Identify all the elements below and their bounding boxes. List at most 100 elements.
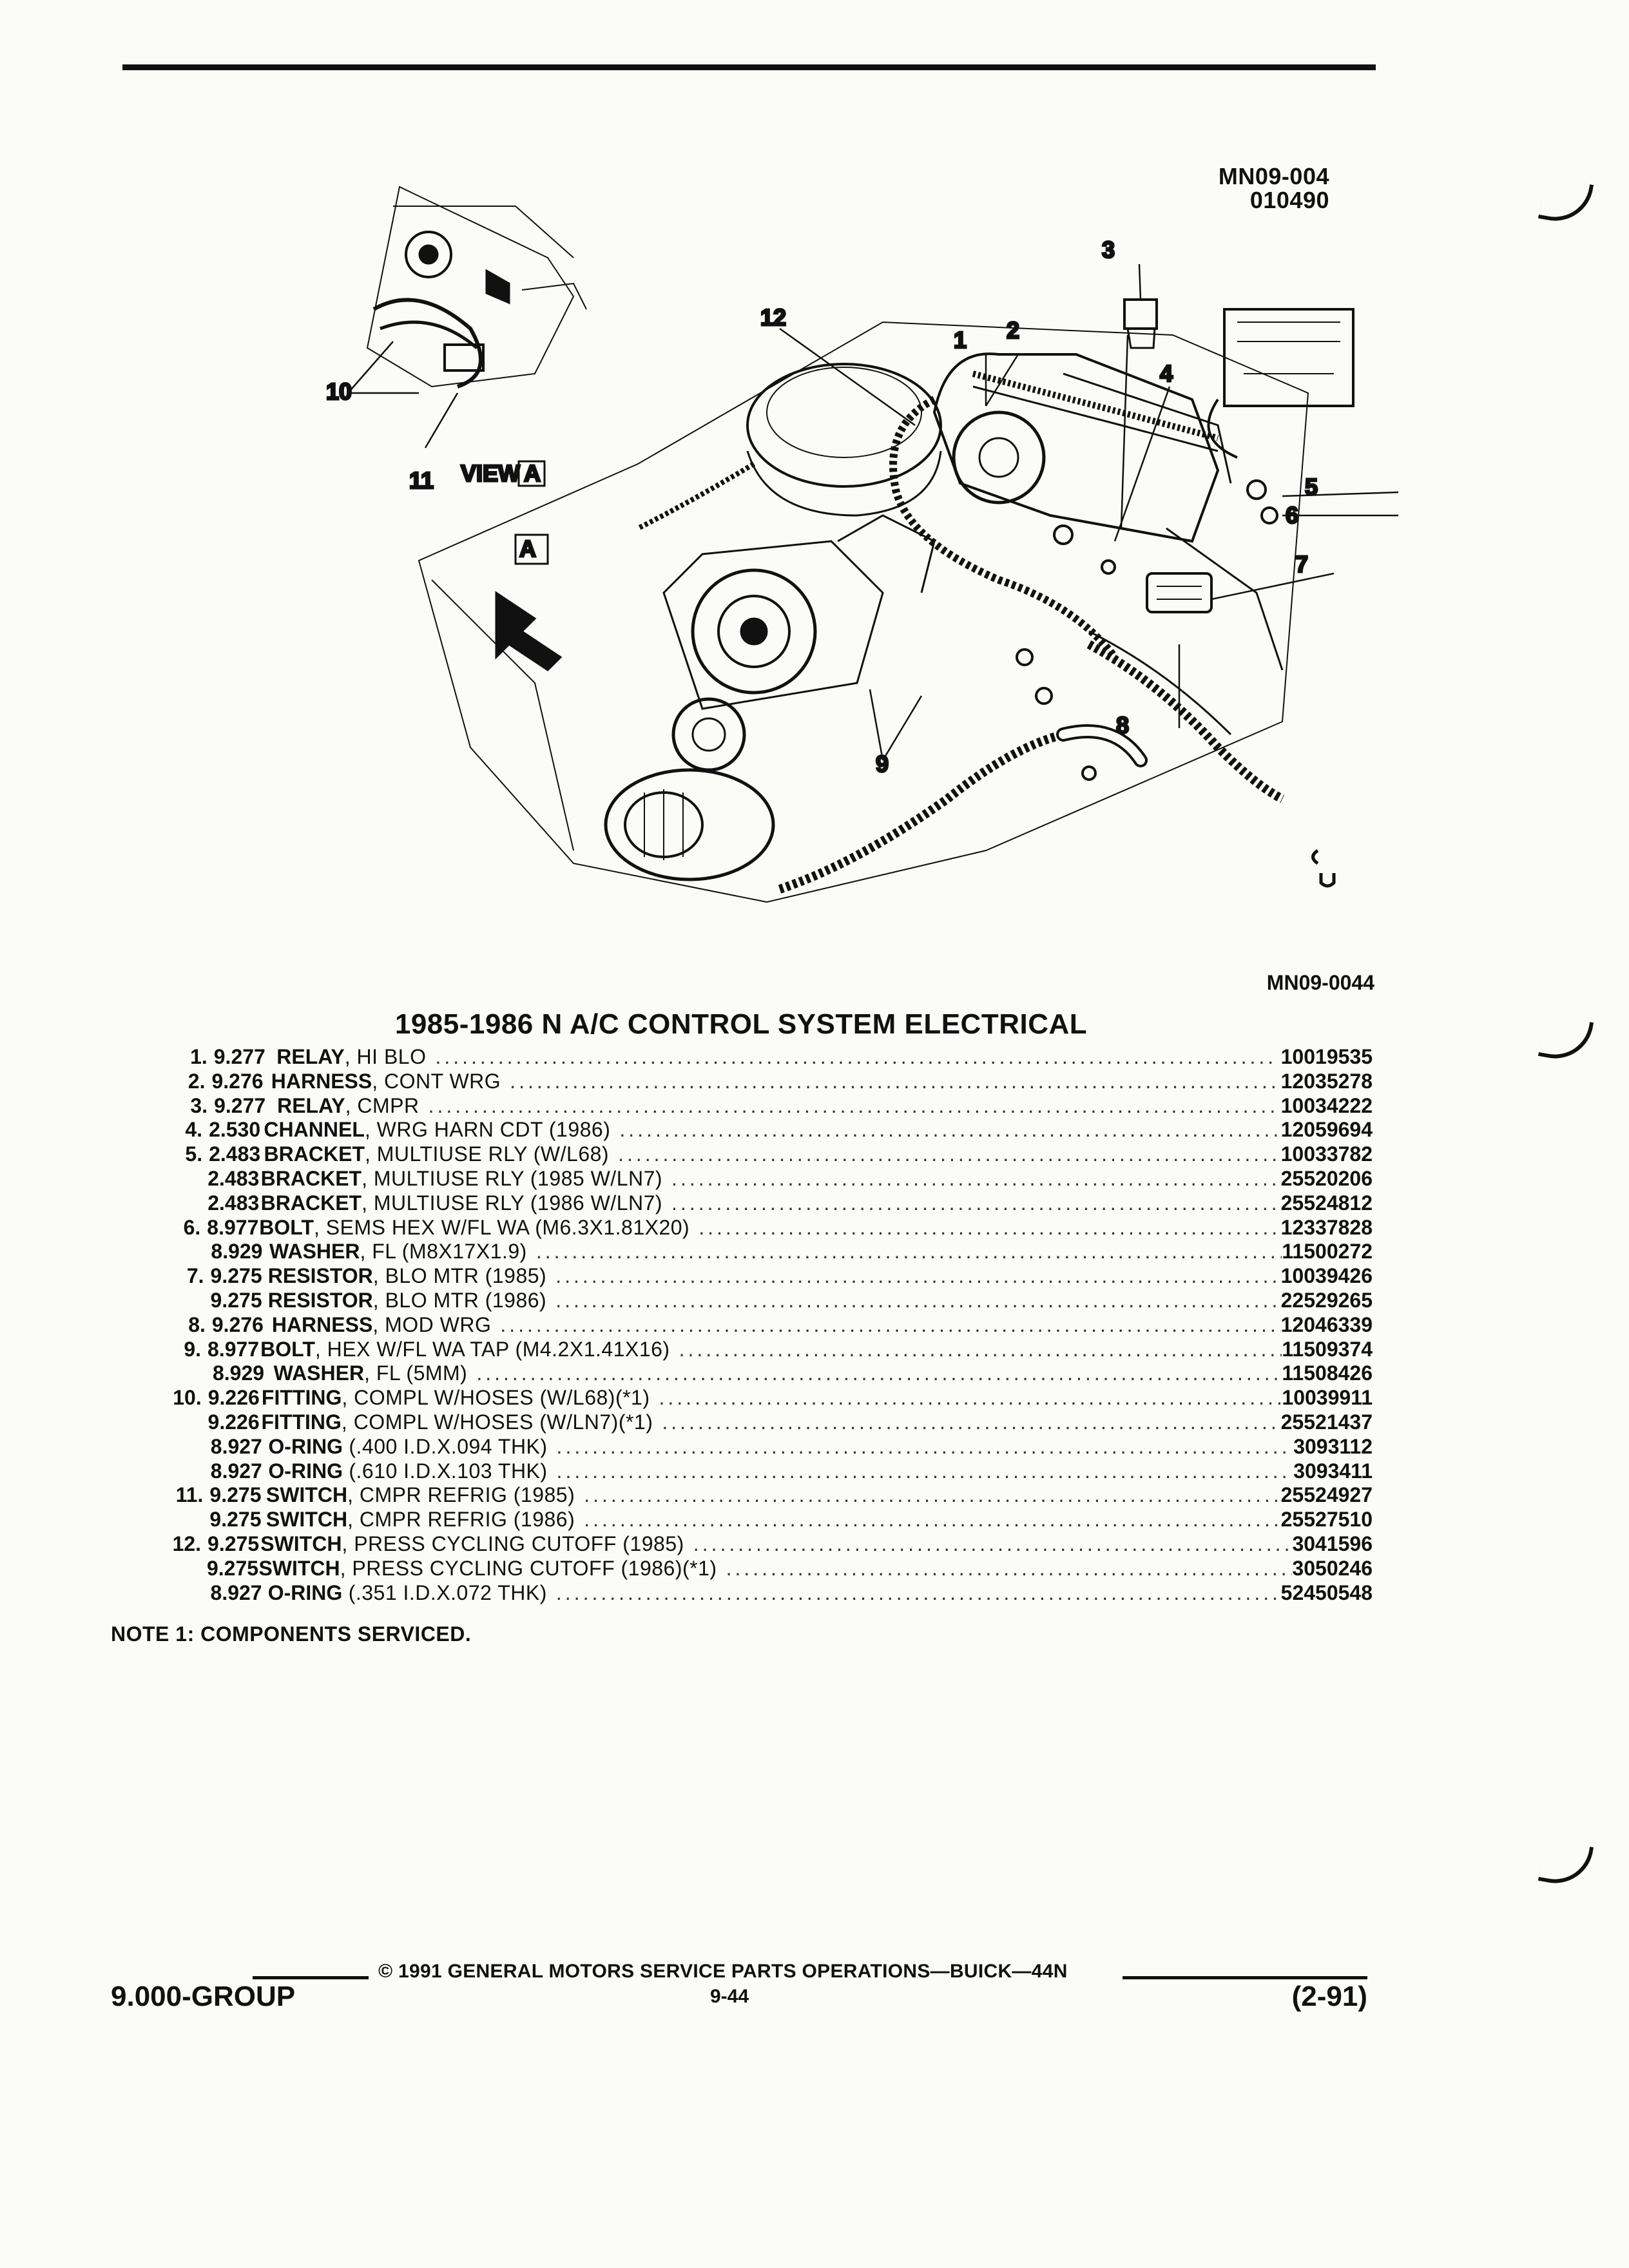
item-number: 7.: [186, 1264, 204, 1288]
part-description: O-RING (.610 I.D.X.103 THK).............…: [268, 1459, 1286, 1484]
part-description: SWITCH, CMPR REFRIG (1985)..............…: [266, 1483, 1281, 1508]
part-description: FITTING, COMPL W/HOSES (W/LN7)(*1)......…: [261, 1410, 1280, 1435]
part-description: O-RING (.400 I.D.X.094 THK).............…: [268, 1435, 1286, 1459]
footer-page-number: 9-44: [710, 1986, 749, 2007]
callout-1: 1: [954, 327, 967, 353]
part-name: FITTING: [261, 1386, 342, 1410]
leader-dots: ........................................…: [679, 1337, 1282, 1361]
part-number: 25527510: [1280, 1508, 1373, 1532]
part-description: HARNESS, CONT WRG.......................…: [271, 1070, 1281, 1094]
footer-rule-right: [1123, 1976, 1367, 1979]
part-name: BRACKET: [264, 1142, 365, 1166]
part-number: 25524927: [1280, 1483, 1373, 1507]
part-description: SWITCH, CMPR REFRIG (1986)..............…: [266, 1508, 1281, 1532]
group-number: 9.275: [209, 1508, 262, 1532]
group-number: 9.276: [211, 1312, 264, 1336]
part-description: RESISTOR, BLO MTR (1986)................…: [268, 1289, 1281, 1313]
part-description: SWITCH, PRESS CYCLING CUTOFF (1986)(*1).…: [258, 1557, 1292, 1581]
group-number: 2.483: [209, 1142, 261, 1166]
gm-logo-mark: [1311, 849, 1336, 888]
parts-row: 8.9.276 HARNESS, MOD WRG.................…: [168, 1313, 1373, 1338]
part-name: RELAY: [276, 1045, 345, 1068]
group-number: 9.275: [210, 1288, 262, 1312]
part-description: HARNESS, MOD WRG........................…: [272, 1313, 1281, 1338]
part-detail: , MOD WRG: [372, 1312, 492, 1336]
part-name: WASHER: [273, 1361, 365, 1385]
part-description: BRACKET, MULTIUSE RLY (W/L68)...........…: [264, 1142, 1281, 1167]
parts-list: 1. 9.277 RELAY, HI BLO....................…: [168, 1045, 1373, 1605]
leader-dots: ........................................…: [500, 1312, 1281, 1336]
callout-leaders: [779, 264, 1398, 761]
item-number: 8.: [188, 1312, 206, 1336]
part-detail: , CONT WRG: [372, 1069, 501, 1093]
item-number: 11.: [175, 1483, 204, 1507]
group-number: 8.977: [207, 1337, 260, 1361]
group-number: 9.275: [206, 1556, 259, 1580]
callout-5: 5: [1305, 474, 1318, 500]
part-number: 52450548: [1280, 1581, 1373, 1604]
part-name: SWITCH: [265, 1483, 348, 1507]
part-detail: , MULTIUSE RLY (W/L68): [364, 1142, 610, 1166]
item-number: 5.: [185, 1142, 203, 1166]
leader-dots: ........................................…: [584, 1508, 1281, 1532]
binder-hole-mark: [1537, 176, 1594, 227]
group-number: 9.276: [211, 1069, 264, 1093]
part-description: BRACKET, MULTIUSE RLY (1986 W/LN7)......…: [261, 1191, 1281, 1216]
part-number: 12059694: [1280, 1118, 1373, 1142]
part-detail: , SEMS HEX W/FL WA (M6.3X1.81X20): [314, 1215, 690, 1239]
group-number: 8.927: [210, 1459, 262, 1483]
part-detail: , PRESS CYCLING CUTOFF (1985): [342, 1532, 684, 1555]
part-detail: , CMPR: [345, 1093, 419, 1117]
view-letter: A: [524, 460, 541, 486]
group-number: 2.483: [207, 1191, 260, 1215]
leader-dots: ........................................…: [555, 1288, 1281, 1312]
item-number: 4.: [185, 1118, 203, 1142]
part-number: 11509374: [1282, 1337, 1373, 1361]
part-number: 3093112: [1293, 1434, 1373, 1458]
part-number: 10033782: [1280, 1142, 1373, 1166]
group-number: 9.226: [207, 1386, 260, 1410]
group-number: 9.275: [207, 1532, 260, 1555]
leader-dots: ........................................…: [659, 1386, 1282, 1410]
part-name: O-RING: [268, 1434, 343, 1458]
part-number: 25524812: [1280, 1191, 1373, 1215]
figure-code: MN09-0044: [1266, 971, 1374, 994]
part-detail: , FL (5MM): [364, 1361, 468, 1385]
group-number: 8.927: [210, 1581, 262, 1604]
part-number: 3050246: [1292, 1556, 1373, 1580]
callout-6: 6: [1286, 502, 1298, 528]
parts-row: 2.9.276 HARNESS, CONT WRG................…: [168, 1070, 1373, 1094]
callout-9: 9: [876, 751, 889, 777]
callout-2: 2: [1007, 317, 1019, 343]
part-detail: , BLO MTR (1985): [372, 1264, 547, 1288]
callout-10: 10: [326, 378, 352, 405]
part-detail: , COMPL W/HOSES (W/LN7)(*1): [341, 1410, 653, 1434]
item-number: 1.: [190, 1045, 207, 1068]
footer-copyright: © 1991 GENERAL MOTORS SERVICE PARTS OPER…: [378, 1961, 1068, 1982]
part-name: BRACKET: [260, 1166, 362, 1190]
footer-group: 9.000-GROUP: [111, 1981, 296, 2012]
group-number: 9.277: [214, 1093, 266, 1117]
leader-dots: ........................................…: [556, 1459, 1286, 1483]
leader-dots: ........................................…: [671, 1191, 1281, 1215]
group-number: 9.275: [210, 1264, 262, 1288]
part-detail: (.351 I.D.X.072 THK): [342, 1581, 547, 1604]
item-number: 10.: [173, 1386, 202, 1410]
part-detail: , HI BLO: [344, 1045, 427, 1068]
part-number: 12046339: [1280, 1312, 1373, 1336]
item-number: 2.: [188, 1069, 206, 1093]
leader-dots: ........................................…: [584, 1483, 1281, 1507]
callout-labels: 10 11 VIEW A A 12 1 2 3 4 5 6 7 8 9: [325, 236, 1319, 778]
engine-compartment: [418, 298, 1354, 903]
part-detail: , CMPR REFRIG (1985): [347, 1483, 575, 1507]
